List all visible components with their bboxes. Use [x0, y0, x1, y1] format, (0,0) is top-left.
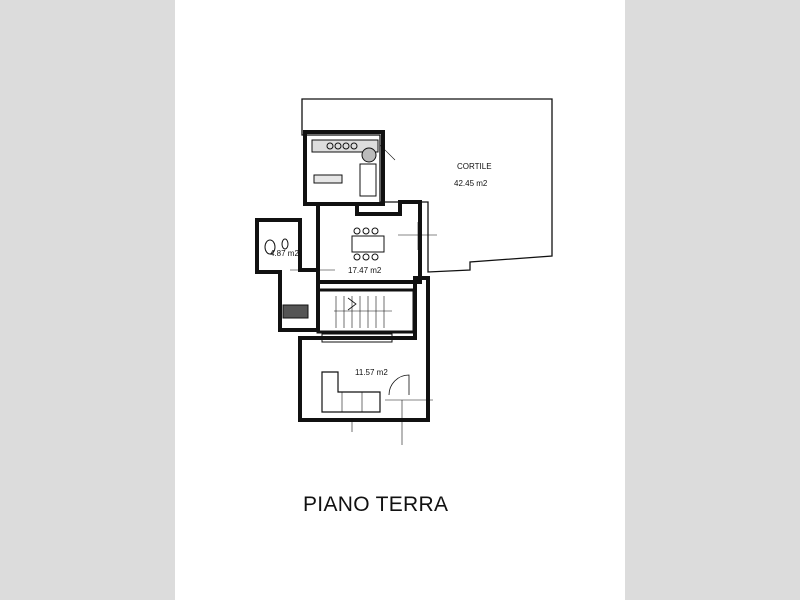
door-swing — [379, 144, 396, 161]
drawing-sheet — [175, 0, 625, 600]
lower-room-walls — [298, 276, 430, 422]
chair — [362, 253, 370, 261]
washbasin-icon — [281, 238, 289, 250]
chair — [362, 227, 370, 235]
hob-burner — [350, 142, 358, 150]
hob-burner — [342, 142, 350, 150]
chair — [353, 227, 361, 235]
chair — [371, 227, 379, 235]
door-arc — [388, 374, 410, 396]
sink-icon — [361, 147, 377, 163]
lower-area: 11.57 m2 — [355, 368, 388, 377]
hob-burner — [334, 142, 342, 150]
shower-tray — [282, 304, 309, 319]
fridge-icon — [359, 163, 377, 197]
cabinet — [321, 333, 393, 343]
sofa-icon — [321, 371, 381, 413]
stair-arrow-icon — [347, 297, 357, 311]
living-area: 17.47 m2 — [348, 266, 382, 275]
living-room-walls — [310, 200, 422, 284]
courtyard-name: CORTILE — [457, 162, 492, 171]
kitchen-island — [313, 174, 343, 184]
drawing-title: PIANO TERRA — [303, 493, 449, 516]
chair — [353, 253, 361, 261]
dining-table — [351, 235, 385, 253]
toilet-icon — [264, 239, 276, 255]
courtyard-area: 42.45 m2 — [454, 179, 488, 188]
hob-burner — [326, 142, 334, 150]
chair — [371, 253, 379, 261]
courtyard-outline — [301, 98, 553, 273]
bath-area: 4.87 m2 — [270, 249, 299, 258]
